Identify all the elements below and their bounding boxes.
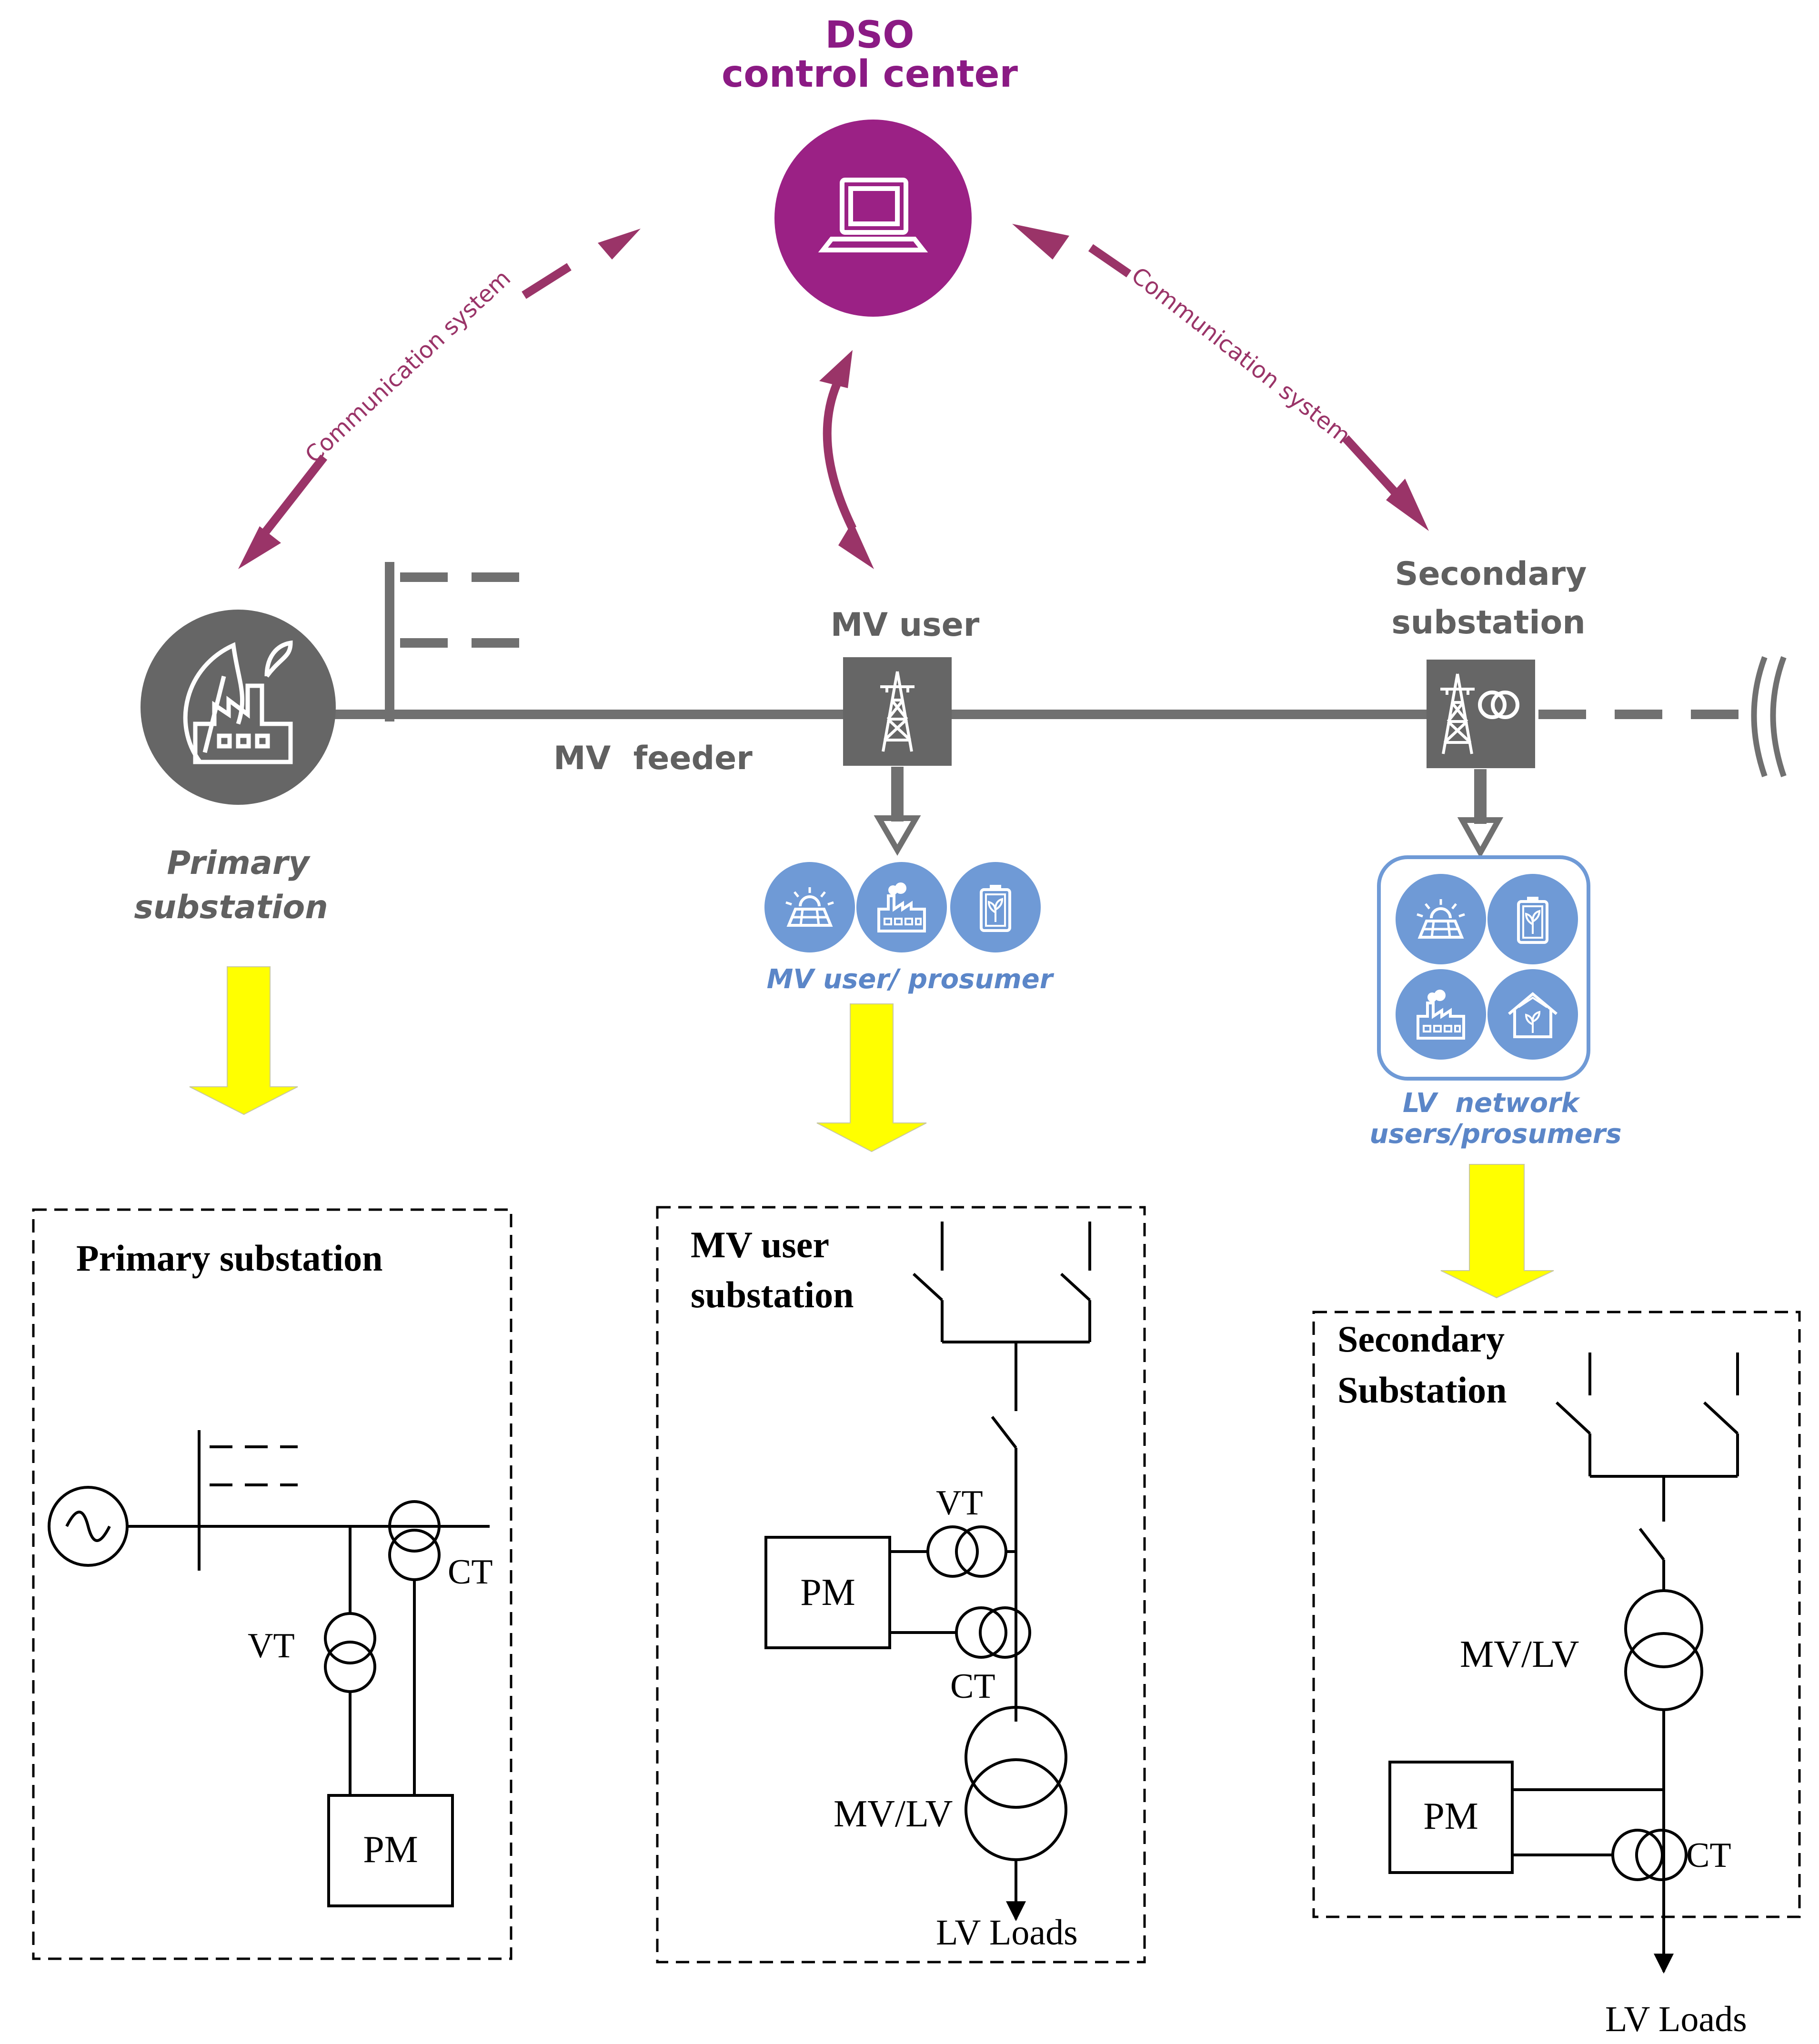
mv-user-node[interactable] <box>843 657 952 766</box>
laptop-icon <box>818 178 928 252</box>
primary-pm-label: PM <box>363 1829 418 1871</box>
primary-label-line1: Primary <box>167 844 311 882</box>
mv-user-pm-label: PM <box>800 1572 855 1613</box>
primary-ct-label: CT <box>448 1553 493 1592</box>
voltage-transformer-icon <box>324 1612 376 1664</box>
mv-user-schematic-title-line1: MV user <box>691 1224 829 1265</box>
green-house-badge <box>1487 969 1578 1060</box>
primary-substation-node[interactable] <box>141 610 336 805</box>
solar-panel-badge <box>764 862 855 952</box>
dso-control-center[interactable] <box>774 120 972 317</box>
mv-prosumer-label: MV user/ prosumer <box>767 964 1055 995</box>
mv-user-loads-label: LV Loads <box>936 1913 1078 1953</box>
transformer-icon <box>1478 691 1519 719</box>
comm-arrow-right: Communication system <box>1012 224 1429 531</box>
mv-user-transformer-label: MV/LV <box>834 1793 953 1835</box>
mv-user-ct-label: CT <box>950 1667 995 1706</box>
secondary-label-line1: Secondary <box>1395 555 1587 593</box>
comm-arrow-left: Communication system <box>238 229 641 569</box>
secondary-substation-node[interactable] <box>1427 660 1535 768</box>
dso-title-line2: control center <box>722 53 1018 96</box>
voltage-transformer-icon <box>926 1525 979 1578</box>
mv-user-schematic: MV user substation VT CT PM <box>656 1206 1146 1964</box>
primary-label-line2: substation <box>134 889 328 926</box>
yellow-arrow-primary <box>189 966 298 1115</box>
yellow-arrow-secondary <box>1440 1164 1554 1299</box>
yellow-arrow-mv-user <box>816 1003 927 1152</box>
current-transformer-icon <box>388 1500 441 1553</box>
secondary-schematic-title-line2: Substation <box>1337 1369 1507 1411</box>
lv-prosumer-label-line2: users/prosumers <box>1369 1119 1621 1150</box>
secondary-transformer-label: MV/LV <box>1460 1633 1579 1675</box>
secondary-pm-label: PM <box>1423 1795 1478 1837</box>
primary-vt-label: VT <box>248 1626 295 1665</box>
primary-schematic-title: Primary substation <box>76 1237 383 1279</box>
mv-user-schematic-title-line2: substation <box>691 1274 854 1315</box>
comm-label-left: Communication system <box>300 265 516 469</box>
mv-feeder-label: MV feeder <box>553 740 753 777</box>
line-break-icon <box>1751 656 1787 777</box>
secondary-schematic-title-line1: Secondary <box>1337 1318 1505 1360</box>
mv-user-label: MV user <box>831 606 980 644</box>
secondary-label-line2: substation <box>1391 604 1585 641</box>
mv-lv-transformer-icon <box>965 1706 1067 1809</box>
factory-leaf-icon <box>183 640 293 764</box>
secondary-ct-label: CT <box>1686 1836 1731 1875</box>
mv-user-vt-label: VT <box>936 1483 983 1523</box>
lv-prosumer-label-line1: LV network <box>1403 1088 1581 1119</box>
mv-feeder-line <box>333 562 1787 777</box>
dso-title-line1: DSO <box>825 14 914 57</box>
primary-schematic: Primary substation VT CT PM <box>32 1208 513 1960</box>
comm-label-right: Communication system <box>1126 262 1356 449</box>
solar-panel-badge <box>1396 874 1486 964</box>
secondary-loads-label: LV Loads <box>1605 1999 1747 2039</box>
lv-prosumer-group <box>1377 855 1590 1081</box>
secondary-schematic: Secondary Substation MV/LV PM CT <box>1312 1311 1801 1974</box>
mv-prosumer-group <box>764 862 1041 952</box>
mv-lv-transformer-icon <box>1624 1589 1703 1668</box>
ac-generator-icon <box>48 1486 129 1567</box>
comm-arrow-center <box>819 350 874 569</box>
